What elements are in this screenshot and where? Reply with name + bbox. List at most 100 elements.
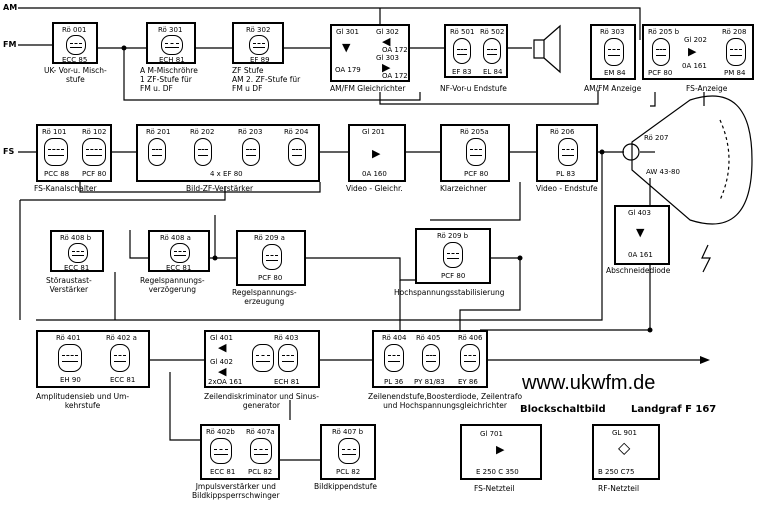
tube-type: ECC 81 (64, 264, 90, 272)
tube-type: PCC 88 (44, 170, 70, 178)
amplitudensieb-block: Rö 401 EH 90 Rö 402 a ECC 81 (36, 330, 150, 388)
amfm-anzeige-block: Rö 303 EM 84 (590, 24, 636, 80)
diode-icon: ▼ (636, 226, 645, 239)
tube-icon (250, 438, 272, 464)
title-left: Blockschaltbild (520, 404, 606, 415)
tube-icon (466, 138, 486, 166)
tube-label: Rö 401 (56, 334, 81, 342)
tube-icon (604, 38, 624, 66)
diode-type: OA 179 (335, 66, 361, 74)
storaustast-block: Rö 408 b ECC 81 (50, 230, 104, 272)
tube-icon (68, 243, 88, 263)
tube-label: Rö 204 (284, 128, 309, 136)
diode-label: GL 901 (612, 429, 637, 437)
tube-label: Rö 205a (460, 128, 489, 136)
fm-input-label: FM (3, 40, 17, 49)
rege-caption: Regelspannungs- erzeugung (232, 288, 297, 306)
diode-icon: ▶ (496, 443, 505, 456)
tube-label: Rö 209 a (254, 234, 285, 242)
tube-label: Rö 303 (600, 28, 625, 36)
diode-type: B 250 C75 (598, 468, 635, 476)
tube-type: PCF 80 (82, 170, 107, 178)
diode-icon: ◀ (218, 365, 227, 378)
tube-icon (161, 35, 183, 55)
fs-input-label: FS (3, 147, 15, 156)
diode-label: Gl 403 (628, 209, 651, 217)
tube-icon (558, 138, 578, 166)
tube-label: Rö 001 (62, 26, 87, 34)
diode-type: 0A 161 (682, 62, 707, 70)
site-url: www.ukwfm.de (522, 372, 656, 394)
klarzeichner-block: Rö 205a PCF 80 (440, 124, 510, 182)
gleichrichter-caption: AM/FM Gleichrichter (330, 84, 406, 93)
tube-icon (252, 344, 274, 372)
diode-type: 0A 160 (362, 170, 387, 178)
tube-icon (338, 438, 360, 464)
crt-tube-label: Rö 207 (644, 134, 669, 142)
diode-label: Gl 401 (210, 334, 233, 342)
zeilenendstufe-caption: Zeilenendstufe,Boosterdiode, Zeilentrafo… (368, 392, 523, 410)
diode-label: Gl 201 (362, 128, 385, 136)
regv-caption: Regelspannungs- verzögerung (140, 276, 205, 294)
tube-type: ECC 81 (166, 264, 192, 272)
ukv-caption: UK- Vor-u. Misch- stufe (44, 66, 107, 84)
tube-label: Rö 406 (458, 334, 483, 342)
abschneidediode-block: Gl 403 ▼ 0A 161 (614, 205, 670, 265)
tube-type: ECC 85 (62, 56, 88, 64)
tube-icon (384, 344, 404, 372)
tube-icon (110, 344, 130, 372)
tube-icon (249, 35, 269, 55)
zeilendisk-block: Gl 401 ◀ Gl 402 ◀ 2xOA 161 Rö 403 ECH 81 (204, 330, 320, 388)
amfm-anzeige-caption: AM/FM Anzeige (584, 84, 642, 93)
diode-label: Gl 402 (210, 358, 233, 366)
nf-block: Rö 501 EF 83 Rö 502 EL 84 (444, 24, 508, 78)
tube-label: Rö 208 (722, 28, 747, 36)
kanalschalter-caption: FS-Kanalschalter (34, 184, 97, 193)
tube-icon (170, 243, 190, 263)
tube-label: Rö 202 (190, 128, 215, 136)
mischrohre-block: Rö 301 ECH 81 (146, 22, 196, 64)
tube-icon (82, 138, 106, 166)
bildkipp-caption: Bildkippendstufe (314, 482, 378, 491)
tube-type: ECH 81 (274, 378, 300, 386)
tube-label: Rö 402 a (106, 334, 137, 342)
tube-label: Rö 407 b (332, 428, 364, 436)
tube-icon (288, 138, 306, 166)
zf2-block: Rö 302 EF 89 (232, 22, 284, 64)
diode-type: OA 172 (382, 46, 408, 54)
zf2-caption: ZF Stufe AM 2. ZF-Stufe für FM u DF (232, 66, 301, 93)
gleichrichter-block: Gl 301 ▼ OA 179 Gl 302 ◀ OA 172 Gl 303 ▶… (330, 24, 410, 82)
title-right: Landgraf F 167 (631, 404, 717, 415)
tube-type: PCF 80 (441, 272, 466, 280)
diode-type: OA 172 (382, 72, 408, 80)
tube-label: Rö 201 (146, 128, 171, 136)
ukv-block: Rö 001 ECC 85 (52, 22, 98, 64)
diode-type: 0A 161 (628, 251, 653, 259)
tube-type: PY 81/83 (414, 378, 445, 386)
tube-icon (148, 138, 166, 166)
mischrohre-caption: A M-Mischröhre 1 ZF-Stufe für FM u. DF (140, 66, 198, 93)
tube-icon (443, 242, 463, 268)
tube-label: Rö 209 b (437, 232, 469, 240)
impuls-caption: Jmpulsverstärker und Bildkippsperrschwin… (192, 482, 280, 500)
tube-label: Rö 102 (82, 128, 107, 136)
bildkipp-block: Rö 407 b PCL 82 (320, 424, 376, 480)
hochstab-caption: Hochspannungsstabilisierung (394, 288, 505, 297)
diode-icon: ▶ (382, 61, 391, 74)
diode-label: Gl 202 (684, 36, 707, 44)
fs-anzeige-caption: FS-Anzeige (686, 84, 728, 93)
tube-label: Rö 408 a (160, 234, 191, 242)
tube-type: EF 83 (452, 68, 472, 76)
tube-type: EF 89 (250, 56, 270, 64)
tube-type: EH 90 (60, 376, 81, 384)
tube-label: Rö 205 b (648, 28, 680, 36)
rf-netzteil-block: GL 901 ◇ B 250 C75 (592, 424, 660, 480)
tube-icon (262, 244, 282, 270)
tube-type: PCL 82 (336, 468, 361, 476)
diode-type: 2xOA 161 (208, 378, 243, 386)
tube-icon (483, 38, 501, 64)
bridge-rectifier-icon: ◇ (618, 438, 631, 457)
impuls-block: Rö 402b ECC 81 Rö 407a PCL 82 (200, 424, 280, 480)
video-endstufe-block: Rö 206 PL 83 (536, 124, 598, 182)
tube-type: ECC 81 (210, 468, 236, 476)
